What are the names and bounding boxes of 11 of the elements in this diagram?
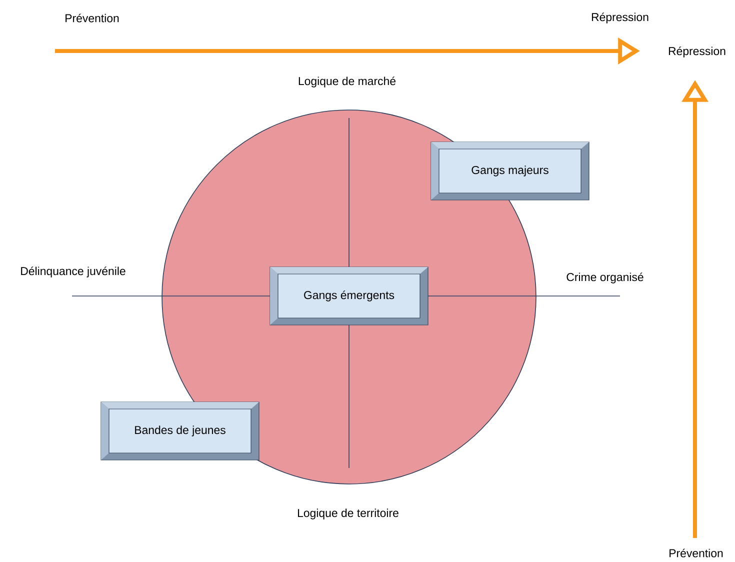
axis-label: Logique de territoire xyxy=(298,508,398,520)
bevel-box: Bandes de jeunes xyxy=(100,402,260,460)
axis-label: Logique de marché xyxy=(298,76,396,88)
bevel-box: Gangs majeurs xyxy=(430,142,590,200)
axis-label: Répression xyxy=(592,12,648,24)
bevel-box: Gangs émergents xyxy=(270,266,428,326)
axis-label: Délinquance juvénile xyxy=(21,266,126,278)
axis-label: Répression xyxy=(668,46,726,58)
axis-label: Prévention xyxy=(670,548,723,558)
axis-label: Crime organisé xyxy=(566,272,644,284)
axis-label: Prévention xyxy=(66,14,119,22)
